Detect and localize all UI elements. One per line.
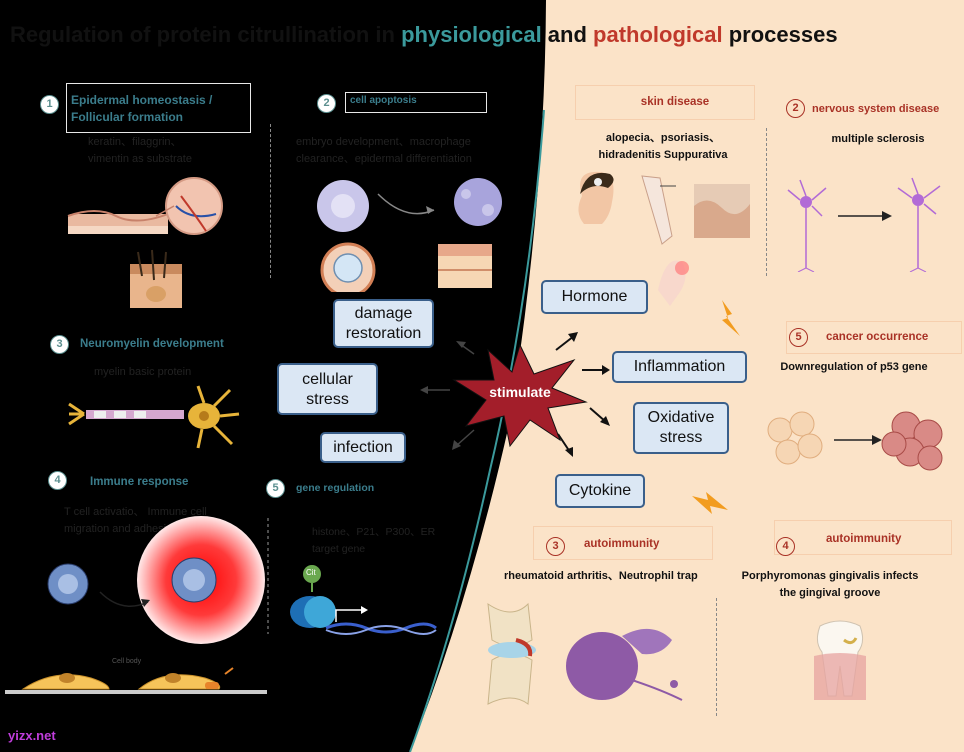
pathology-number-5: 5 [789, 328, 808, 347]
section-number-2: 2 [317, 94, 336, 113]
section-title-immune: Immune response [90, 476, 189, 488]
section-number-4: 4 [48, 471, 67, 490]
divider [270, 124, 271, 278]
section-number-3: 3 [50, 335, 69, 354]
stimulate-star [452, 343, 588, 448]
apoptosis-illustration [317, 178, 502, 292]
hormone-box: Hormone [541, 280, 648, 314]
pathology-number-3: 3 [546, 537, 565, 556]
pathology-text-skin: alopecia、psoriasis、hidradenitis Suppurat… [598, 132, 728, 161]
dna-illustration [290, 565, 437, 635]
lightning-icon [722, 300, 740, 336]
section-title-gene-regulation: gene regulation [296, 482, 375, 494]
pathology-title-cancer: cancer occurrence [826, 331, 929, 343]
pathology-title-autoimmunity-3: autoimmunity [584, 538, 660, 550]
divider [766, 128, 767, 276]
cell-migration-illustration [5, 667, 267, 694]
tooth-illustration [814, 620, 866, 700]
skin-disease-illustration [578, 171, 750, 306]
cell-body-label: Cell body [112, 658, 142, 665]
section-title-apoptosis: cell apoptosis [345, 92, 487, 113]
cytokine-box: Cytokine [555, 474, 645, 508]
page-title: Regulation of protein citrullination in … [10, 22, 838, 47]
pathology-box-autoimmunity-4 [774, 520, 952, 555]
immune-illustration [47, 516, 269, 644]
pathology-number-4: 4 [776, 537, 795, 556]
title-physiological: physiological [401, 22, 542, 47]
watermark: yizx.net [8, 728, 56, 743]
stimulate-label: stimulate [489, 384, 551, 400]
divider [716, 598, 717, 716]
inflammation-box: Inflammation [612, 351, 747, 383]
center-arrows [420, 332, 610, 457]
infection-box: infection [320, 432, 406, 463]
cit-label: Cit [306, 568, 316, 577]
section-text-epidermal: keratin、filaggrin、vimentin as substrate [88, 136, 192, 165]
skin-illustration [67, 177, 223, 308]
section-text-neuromyelin: myelin basic protein [94, 366, 192, 378]
pathology-number-2: 2 [786, 99, 805, 118]
section-number-1: 1 [40, 95, 59, 114]
cancer-illustration [767, 411, 943, 471]
pathology-title-skin: skin disease [575, 85, 755, 120]
pathology-title-autoimmunity-4: autoimmunity [826, 533, 902, 545]
pathology-box-cancer [786, 321, 962, 354]
pathology-title-nervous: nervous system disease [812, 103, 940, 115]
section-title-neuromyelin: Neuromyelin development [80, 338, 224, 350]
lightning-icon [692, 492, 728, 514]
arthritis-illustration [487, 602, 683, 705]
pathology-text-nervous: multiple sclerosis [831, 133, 925, 145]
pathology-text-cancer: Downregulation of p53 gene [780, 361, 928, 373]
section-title-epidermal: Epidermal homeostasis /Follicular format… [66, 83, 251, 133]
section-number-5: 5 [266, 479, 285, 498]
pathology-text-autoimmunity-3: rheumatoid arthritis、Neutrophil trap [504, 570, 698, 582]
title-pathological: pathological [593, 22, 723, 47]
neuron-illustration [68, 385, 240, 449]
neuron-disease-illustration [787, 177, 941, 272]
